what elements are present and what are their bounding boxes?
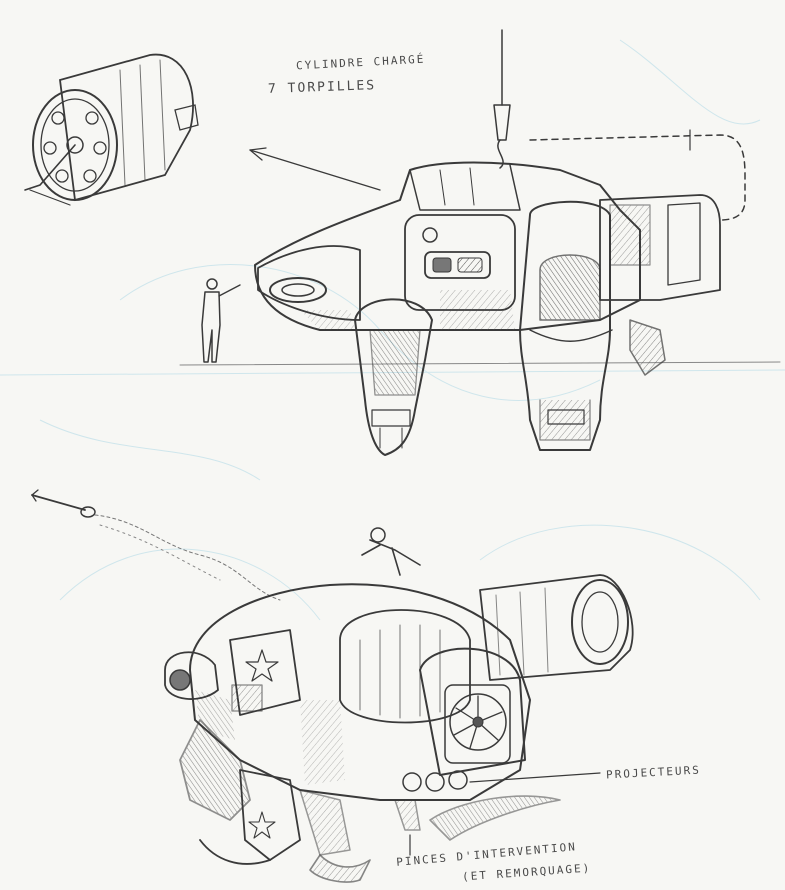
cylinder-inset-sketch — [24, 53, 199, 206]
bottom-vehicle-sketch — [31, 489, 634, 883]
top-vehicle-sketch — [179, 29, 781, 456]
